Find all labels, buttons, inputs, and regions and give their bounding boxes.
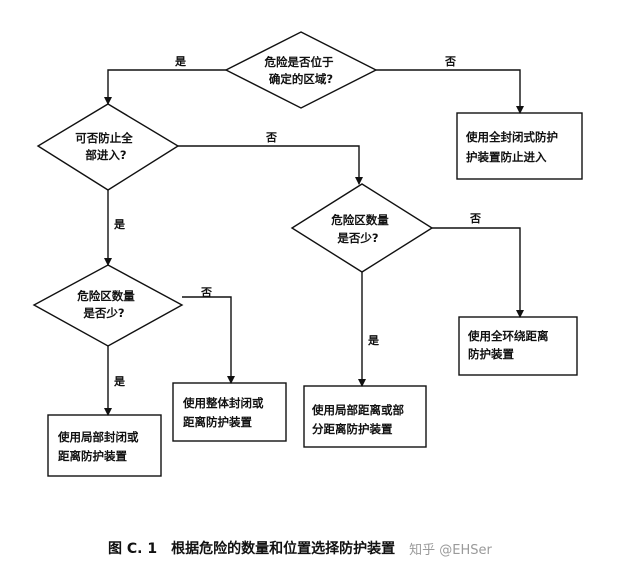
figure-number: 图 C. 1	[108, 541, 158, 557]
edge-d1-yes	[104, 69, 226, 105]
box-local-enclosure	[47, 414, 162, 477]
label-d4-yes: 是	[113, 375, 126, 388]
label-d1-no: 否	[444, 55, 456, 68]
decision-danger-location	[224, 31, 378, 109]
label-d4-no: 否	[200, 286, 212, 299]
box-local-distance	[303, 385, 427, 448]
decision-danger-count-right-text: 危险区数量 是否少?	[330, 213, 393, 245]
label-d3-yes: 是	[367, 334, 380, 347]
box-local-enclosure-text: 使用局部封闭或 距离防护装置	[57, 430, 143, 463]
figure-caption: 图 C. 1 根据危险的数量和位置选择防护装置 知乎 @EHSer	[0, 533, 627, 563]
decision-prevent-access	[36, 103, 180, 191]
label-d2-yes: 是	[113, 218, 126, 231]
edge-d3-no	[432, 227, 524, 318]
label-d3-no: 否	[469, 212, 481, 225]
edge-d1-no	[376, 69, 524, 114]
flowchart: 危险是否位于 确定的区域? 可否防止全 部进入? 危险区数量 是否少? 危险区数…	[32, 31, 583, 477]
decision-danger-count-left-text: 危险区数量 是否少?	[76, 289, 139, 320]
decision-danger-location-text: 危险是否位于 确定的区域?	[263, 55, 337, 86]
edge-d4-no	[182, 296, 235, 384]
edge-d2-no	[178, 145, 363, 185]
box-perimeter-distance	[458, 316, 578, 376]
label-d2-no: 否	[265, 131, 277, 144]
decision-prevent-access-text: 可否防止全 部进入?	[75, 131, 137, 162]
box-overall-enclosure-text: 使用整体封闭或 距离防护装置	[182, 396, 268, 429]
box-overall-enclosure	[172, 382, 287, 442]
box-local-distance-text: 使用局部距离或部 分距离防护装置	[311, 403, 408, 436]
box-full-enclosure-text: 使用全封闭式防护 护装置防止进入	[465, 130, 562, 164]
caption-title: 图 C. 1 根据危险的数量和位置选择防护装置	[108, 538, 395, 558]
decision-danger-count-left	[32, 264, 184, 347]
box-perimeter-distance-text: 使用全环绕距离 防护装置	[467, 329, 553, 361]
label-d1-yes: 是	[174, 55, 187, 68]
box-full-enclosure	[456, 112, 583, 180]
figure-title: 根据危险的数量和位置选择防护装置	[171, 541, 396, 557]
decision-danger-count-right	[290, 183, 434, 273]
watermark: 知乎 @EHSer	[409, 542, 492, 558]
